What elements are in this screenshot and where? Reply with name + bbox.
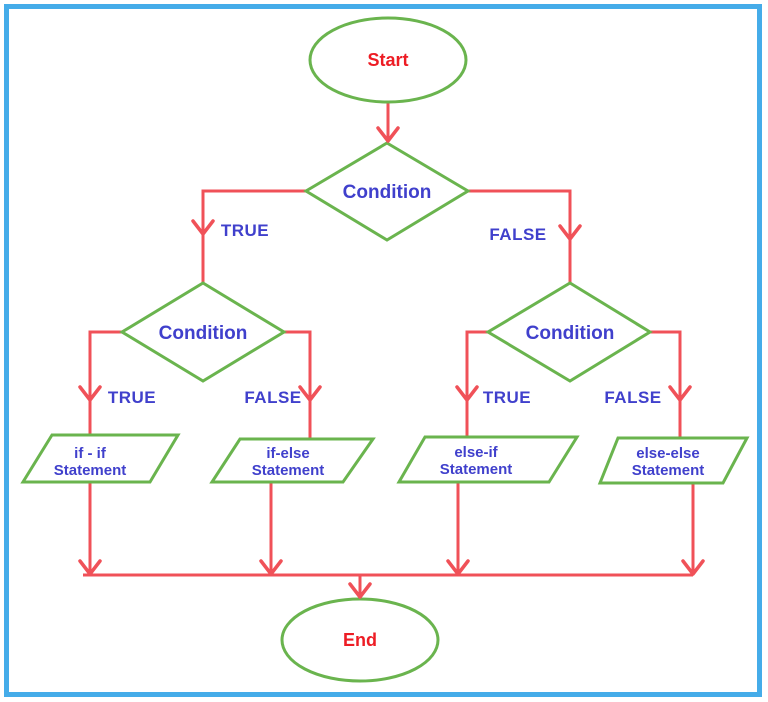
output-parallelogram-else-else <box>597 436 750 485</box>
end-terminator <box>280 597 440 683</box>
output-parallelogram-else-if <box>396 435 580 484</box>
else-else-statement-line1: else-else <box>636 445 699 462</box>
arrowhead-top-true <box>191 219 215 236</box>
else-if-statement-line1: else-if <box>454 444 498 461</box>
branch-label-left-true: TRUE <box>108 388 156 407</box>
condition-right-label: Condition <box>526 323 615 344</box>
arrowhead-top-false <box>558 224 582 241</box>
branch-label-right-true: TRUE <box>483 388 531 407</box>
blue-labels: Condition Condition Condition TRUE FALSE… <box>54 182 705 479</box>
branch-label-top-false: FALSE <box>489 225 546 244</box>
start-label: Start <box>367 50 408 70</box>
connector-lines <box>83 102 695 597</box>
branch-label-top-true: TRUE <box>221 221 269 240</box>
else-else-statement-line2: Statement <box>632 462 705 479</box>
if-else-statement-line2: Statement <box>252 462 325 479</box>
connector-left-false-branch <box>284 330 312 441</box>
arrowhead-merge-1 <box>78 559 102 576</box>
connector-top-true-branch <box>201 189 307 283</box>
arrowhead-merge-3 <box>446 559 470 576</box>
page-frame <box>4 4 762 697</box>
arrowhead-left-true <box>78 385 102 402</box>
end-label: End <box>343 630 377 650</box>
branch-label-left-false: FALSE <box>244 388 301 407</box>
arrowhead-into-end <box>348 582 372 599</box>
arrowhead-left-false <box>298 385 322 402</box>
arrowhead-merge-2 <box>259 559 283 576</box>
if-if-statement-line1: if - if <box>74 445 107 462</box>
connector-right-false-branch <box>650 330 682 440</box>
flow-shapes <box>20 16 750 683</box>
connector-top-false-branch <box>468 189 572 283</box>
if-else-statement-line1: if-else <box>266 445 309 462</box>
branch-label-right-false: FALSE <box>604 388 661 407</box>
output-parallelogram-if-else <box>209 437 376 484</box>
arrowhead-right-true <box>455 385 479 402</box>
arrowhead-into-top-condition <box>376 126 400 143</box>
output-parallelogram-if-if <box>20 433 181 484</box>
start-terminator <box>308 16 468 104</box>
condition-top-label: Condition <box>343 182 432 203</box>
arrowhead-right-false <box>668 385 692 402</box>
red-labels: Start End <box>343 50 409 650</box>
arrowhead-merge-4 <box>681 559 705 576</box>
connector-left-true-branch <box>88 330 122 437</box>
condition-diamond-right <box>485 281 653 383</box>
condition-diamond-top <box>303 141 471 242</box>
arrowheads <box>78 126 705 599</box>
else-if-statement-line2: Statement <box>440 461 513 478</box>
connector-right-true-branch <box>465 330 488 439</box>
condition-left-label: Condition <box>159 323 248 344</box>
condition-diamond-left <box>119 281 287 383</box>
if-if-statement-line2: Statement <box>54 462 127 479</box>
